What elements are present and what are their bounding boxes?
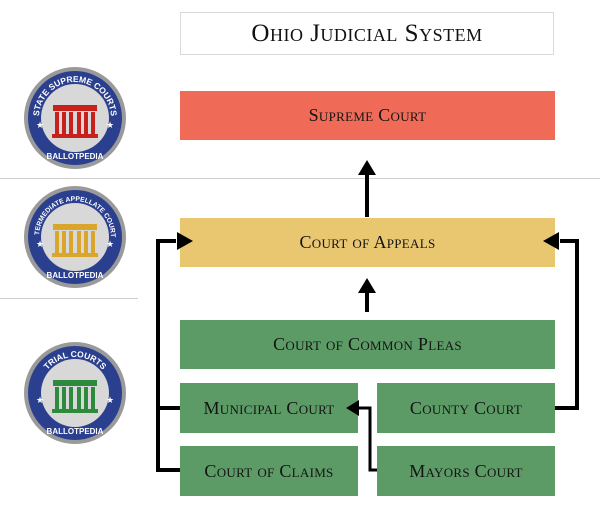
arrow-county-to-appeals <box>555 239 579 410</box>
court-of-common-pleas-box: Court of Common Pleas <box>180 320 555 369</box>
arrowhead-right-appeals <box>177 232 193 250</box>
svg-text:★: ★ <box>106 239 114 249</box>
svg-text:★: ★ <box>36 395 44 405</box>
arrow-mayors-to-municipal <box>358 406 377 472</box>
municipal-court-box: Municipal Court <box>180 383 358 433</box>
supreme-court-box: Supreme Court <box>180 91 555 140</box>
arrowhead-left-municipal <box>346 400 359 416</box>
county-court-box: County Court <box>377 383 555 433</box>
arrowhead-up-1 <box>358 160 376 175</box>
diagram-title: Ohio Judicial System <box>180 12 554 55</box>
section-divider-2 <box>0 298 138 299</box>
svg-text:★: ★ <box>36 120 44 130</box>
section-divider-1 <box>0 178 600 179</box>
svg-text:★: ★ <box>106 395 114 405</box>
arrowhead-up-2 <box>358 278 376 293</box>
svg-text:★: ★ <box>36 239 44 249</box>
svg-text:BALLOTPEDIA: BALLOTPEDIA <box>47 271 104 280</box>
svg-text:★: ★ <box>106 120 114 130</box>
trial-courts-seal: TRIAL COURTS BALLOTPEDIA ★ ★ <box>24 342 126 444</box>
court-of-appeals-box: Court of Appeals <box>180 218 555 267</box>
svg-text:BALLOTPEDIA: BALLOTPEDIA <box>47 427 104 436</box>
intermediate-appellate-courts-seal: INTERMEDIATE APPELLATE COURTS BALLOTPEDI… <box>22 184 126 288</box>
svg-text:BALLOTPEDIA: BALLOTPEDIA <box>47 152 104 161</box>
arrow-municipal-claims-to-appeals <box>156 239 180 472</box>
arrowhead-left-appeals <box>543 232 559 250</box>
state-supreme-courts-seal: STATE SUPREME COURTS BALLOTPEDIA ★ ★ <box>24 67 126 169</box>
mayors-court-box: Mayors Court <box>377 446 555 496</box>
court-of-claims-box: Court of Claims <box>180 446 358 496</box>
